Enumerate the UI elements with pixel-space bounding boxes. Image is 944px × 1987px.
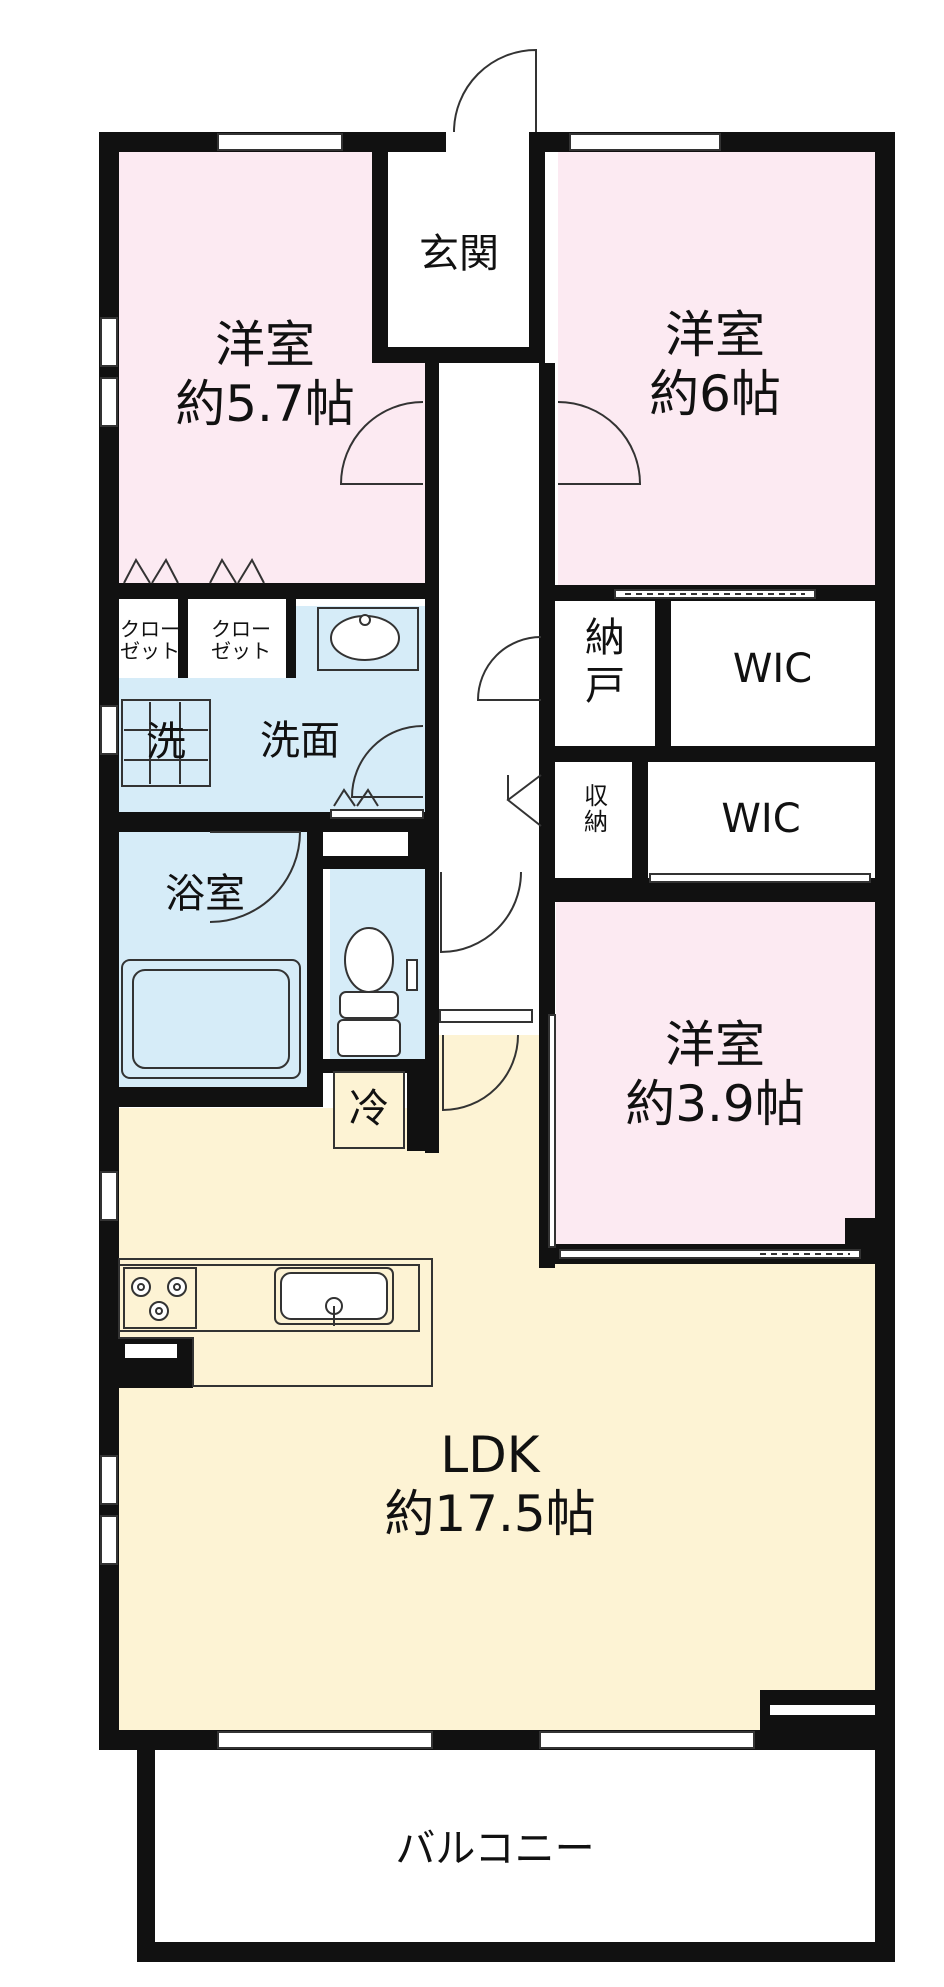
washroom-label: 洗面 — [260, 718, 340, 765]
ldk-name: LDK — [440, 1426, 540, 1484]
western-room-3-label: 洋室 約3.9帖 — [575, 1010, 855, 1140]
western-room-2-label: 洋室 約6帖 — [575, 300, 855, 430]
western-room-2-name: 洋室 — [665, 306, 765, 364]
wic-1-label: WIC — [732, 646, 813, 693]
fixtures — [118, 607, 433, 1387]
storage-label: 収 納 — [584, 781, 608, 836]
washer-label: 洗 — [146, 719, 186, 766]
balcony-label: バルコニー — [395, 1826, 595, 1873]
western-room-3-size: 約3.9帖 — [625, 1075, 805, 1133]
western-room-2-size: 約6帖 — [649, 365, 781, 423]
ldk-floor — [119, 1035, 875, 1730]
windows — [100, 133, 755, 1749]
fridge-label: 冷 — [349, 1086, 389, 1133]
ldk-label: LDK 約17.5帖 — [330, 1415, 650, 1555]
doors — [123, 48, 642, 1112]
fridge-space — [333, 1071, 405, 1149]
entrance-label: 玄関 — [419, 231, 499, 278]
washing-machine — [121, 699, 211, 787]
western-room-1-name: 洋室 — [215, 316, 315, 374]
western-room-3-floor — [556, 902, 875, 1244]
toilet — [337, 1019, 401, 1057]
western-room-1-floor — [119, 152, 425, 583]
western-room-3-name: 洋室 — [665, 1016, 765, 1074]
western-room-2-floor — [558, 152, 875, 585]
wic-2-label: WIC — [721, 796, 801, 843]
closet-2-label: クロー ゼット — [211, 617, 271, 663]
closet-1-label: クロー ゼット — [120, 617, 180, 663]
western-room-1-size: 約5.7帖 — [175, 375, 355, 433]
western-room-1-label: 洋室 約5.7帖 — [140, 310, 390, 440]
bathroom-label: 浴室 — [165, 871, 245, 918]
storeroom-label: 納 戸 — [585, 615, 625, 709]
ldk-size: 約17.5帖 — [384, 1485, 596, 1543]
